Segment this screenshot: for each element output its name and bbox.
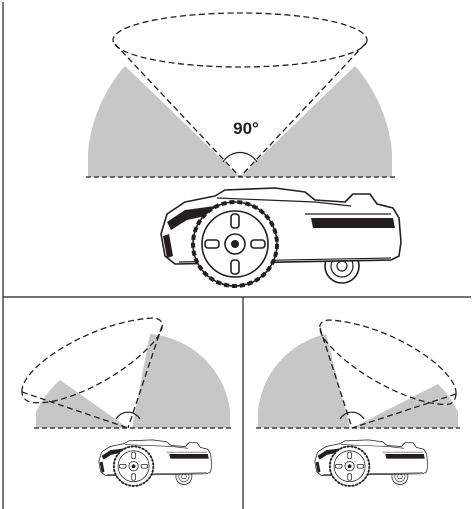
field-of-view-ellipse-bottom-right [319, 319, 457, 405]
top-panel: 90° [86, 12, 403, 288]
robotic-mower-top [159, 186, 403, 288]
detection-zone-bottom-left [132, 334, 230, 428]
angle-label: 90° [233, 119, 259, 138]
robotic-mower-bottom-right [313, 438, 429, 487]
angle-arc [222, 152, 258, 163]
detection-zone-top [88, 66, 240, 177]
bottom-left-panel [21, 317, 232, 487]
detection-zone-bottom-right [258, 334, 350, 428]
bottom-right-panel [256, 319, 460, 487]
robotic-mower-bottom-left [97, 438, 213, 487]
field-of-view-ellipse-bottom-left [21, 317, 163, 404]
field-of-view-ellipse-top [112, 12, 368, 68]
fov-edge-right [239, 43, 366, 178]
fov-edge-left [114, 43, 241, 178]
